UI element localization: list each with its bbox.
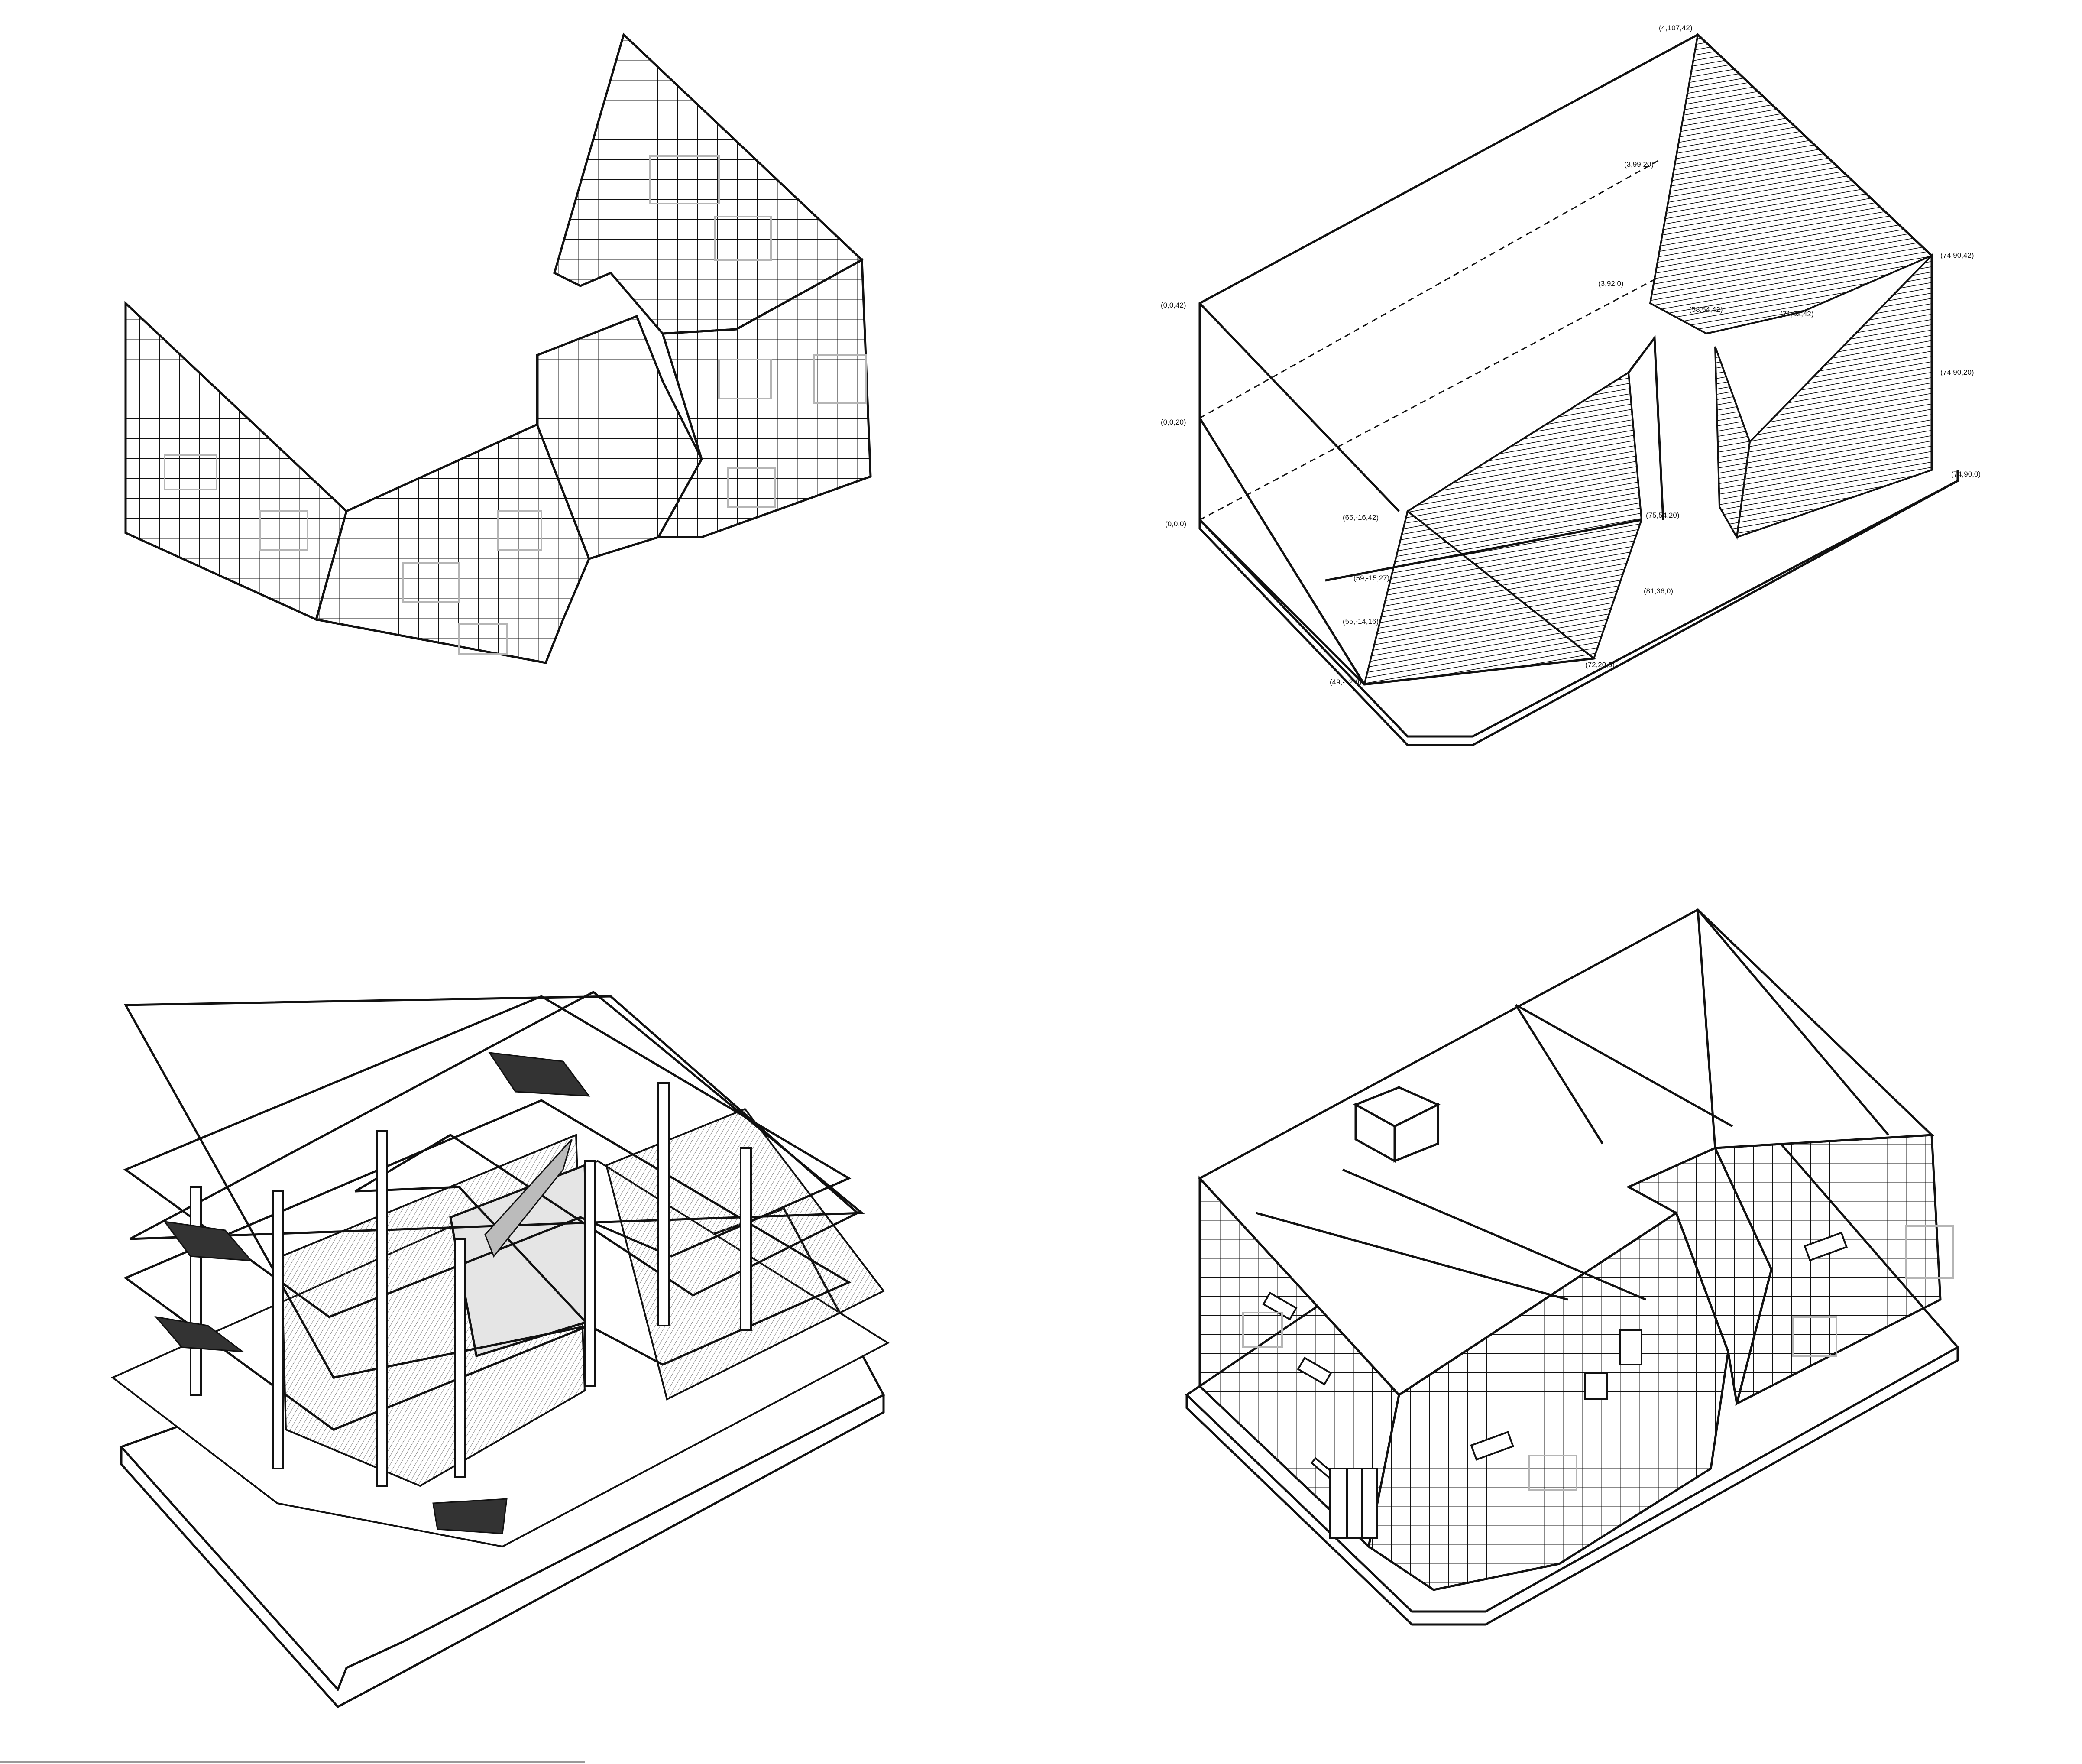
label-0-0-42: (0,0,42) <box>1161 301 1186 309</box>
label-65-m16-42: (65,-16,42) <box>1343 513 1379 522</box>
site-base <box>1198 470 1959 746</box>
ghost-window-boxes <box>164 155 867 655</box>
label-58-54-42: (58,54,42) <box>1689 305 1723 314</box>
label-74-90-42: (74,90,42) <box>1940 251 1974 259</box>
dashed-levels <box>1199 159 1659 521</box>
label-75-54-20: (75,54,20) <box>1646 511 1680 519</box>
windows <box>1262 1232 1848 1495</box>
massing-edges <box>1198 334 1664 686</box>
label-49-m12-0: (49,-12,0) <box>1330 678 1362 686</box>
third-floor-plate <box>123 995 852 1318</box>
hatched-facets <box>1363 33 1933 686</box>
roof <box>1198 908 1934 1397</box>
label-3-92-0: (3,92,0) <box>1598 279 1624 288</box>
coordinate-label-group: (4,107,42) (3,99,20) (3,92,0) (0,0,42) (… <box>1161 24 1981 686</box>
rooftop-box <box>1353 1086 1441 1163</box>
label-74-90-0: (74,90,0) <box>1951 470 1981 478</box>
label-81-36-0: (81,36,0) <box>1644 587 1673 595</box>
columns <box>190 1082 752 1487</box>
label-4-107-42: (4,107,42) <box>1659 24 1693 32</box>
label-0-0-20: (0,0,20) <box>1161 418 1186 426</box>
label-0-0-0: (0,0,0) <box>1165 520 1186 528</box>
label-71-62-42: (71,62,42) <box>1780 310 1814 318</box>
stair-cores <box>154 1052 591 1534</box>
facade-top-flap <box>553 32 864 335</box>
label-55-m14-16: (55,-14,16) <box>1343 617 1379 626</box>
label-74-90-20: (74,90,20) <box>1940 368 1974 376</box>
ghost-window-boxes-4 <box>1242 1225 1954 1491</box>
label-3-99-20: (3,99,20) <box>1624 160 1654 169</box>
label-72-20-0: (72,20,0) <box>1585 661 1615 669</box>
entry-doors <box>1329 1468 1378 1539</box>
label-59-m15-27: (59,-15,27) <box>1353 574 1389 582</box>
